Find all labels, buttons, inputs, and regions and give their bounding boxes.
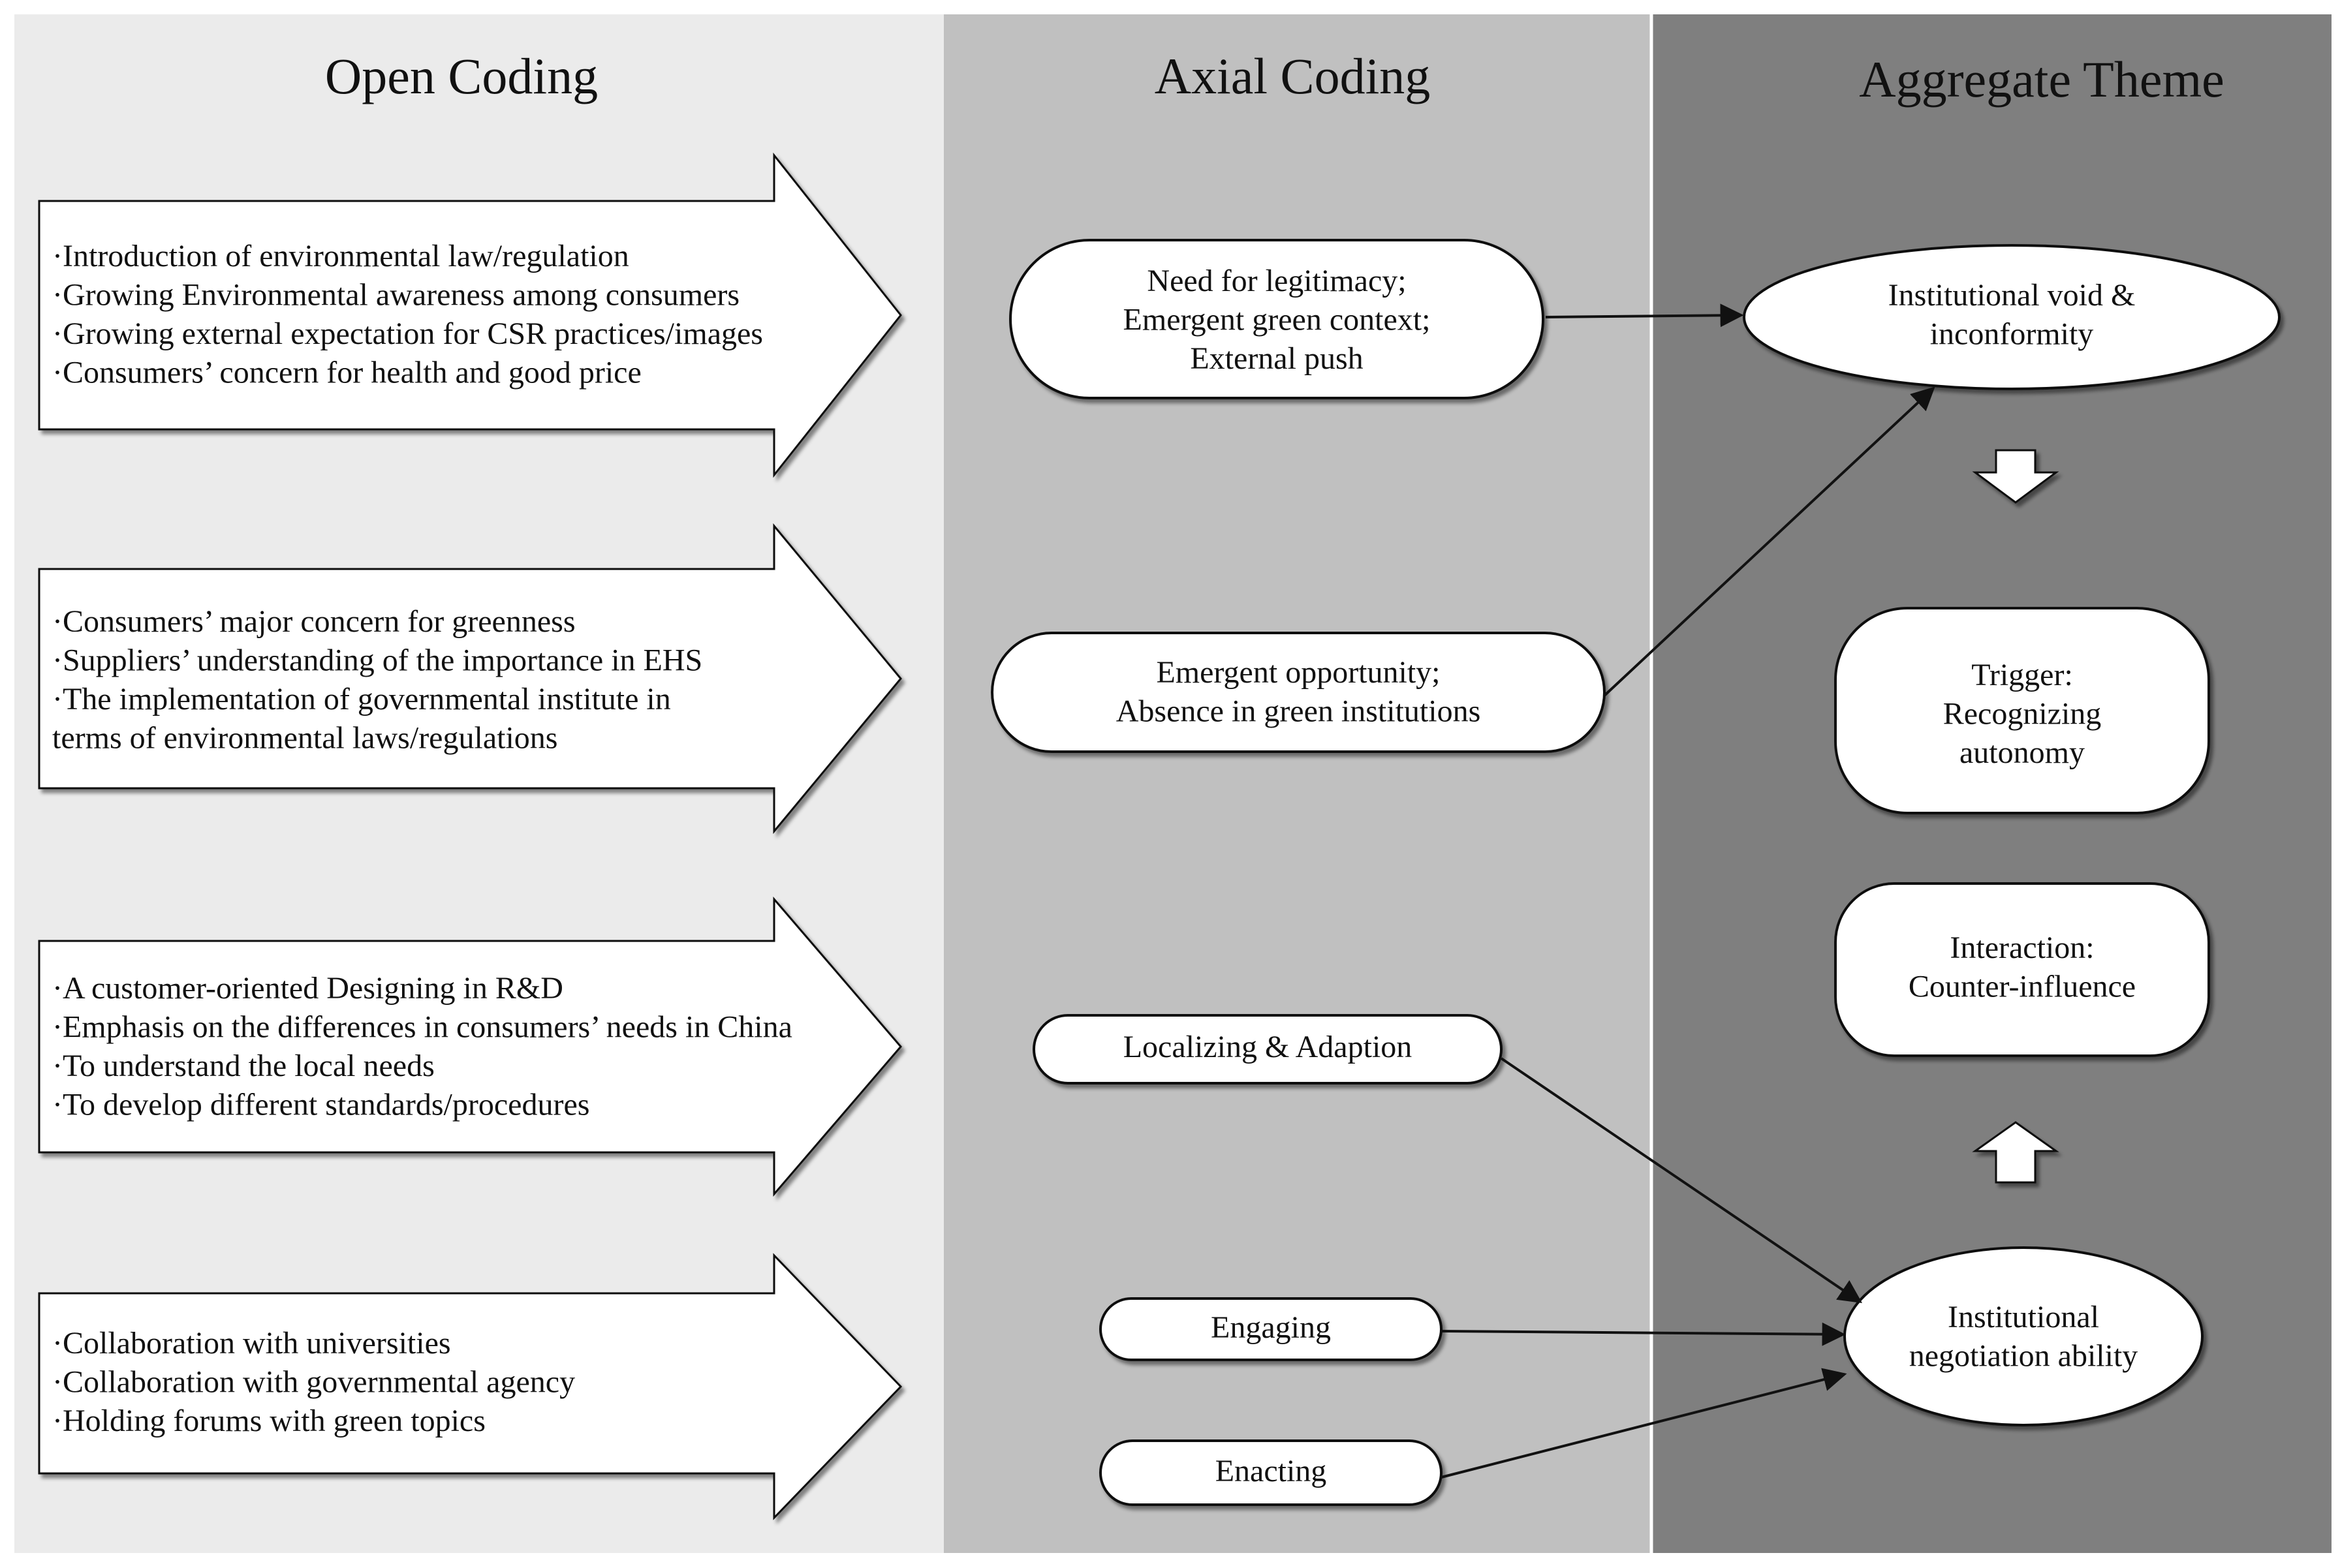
open-coding-item-line: ·Growing external expectation for CSR pr… <box>52 316 763 351</box>
aggregate-theme-node: Institutional negotiation ability <box>1843 1246 2204 1426</box>
aggregate-theme-nodes: Institutional void & inconformityTrigger:… <box>1743 244 2281 1426</box>
rounded-node-shape <box>1009 239 1544 399</box>
axial-node-line: Absence in green institutions <box>1116 694 1481 729</box>
open-coding-item-line: ·To develop different standards/procedur… <box>52 1088 589 1122</box>
open-coding-item-line: ·A customer-oriented Designing in R&D <box>52 971 563 1006</box>
axial-node-line: Enacting <box>1215 1454 1327 1488</box>
block-arrow-shape <box>38 523 902 835</box>
aggregate-node-line: Institutional void & <box>1888 278 2136 313</box>
open-coding-item-line: ·Collaboration with universities <box>52 1326 451 1360</box>
axial-node-line: Emergent opportunity; <box>1156 655 1440 690</box>
axial-node-line: Engaging <box>1211 1310 1331 1345</box>
rounded-node-shape <box>1099 1297 1443 1361</box>
aggregate-node-line: Institutional <box>1948 1300 2099 1334</box>
connector-legitimacy-to-void <box>1545 303 1744 328</box>
axial-node-line: Localizing & Adaption <box>1123 1030 1412 1064</box>
axial-coding-node: Enacting <box>1099 1439 1443 1506</box>
connector-enacting-to-negotiation <box>1441 1368 1847 1479</box>
open-coding-item-line: ·Consumers’ concern for health and good … <box>52 356 642 390</box>
axial-coding-title: Axial Coding <box>1155 48 1431 104</box>
block-arrow-shape <box>38 152 902 478</box>
ellipse-node-shape <box>1843 1246 2204 1426</box>
connector-arrows <box>1441 303 1935 1479</box>
aggregate-theme-title: Aggregate Theme <box>1859 51 2224 108</box>
axial-coding-node: Localizing & Adaption <box>1033 1014 1503 1084</box>
open-coding-item-line: ·Emphasis on the differences in consumer… <box>52 1010 792 1045</box>
open-coding-item-line: ·Suppliers’ understanding of the importa… <box>52 643 702 678</box>
aggregate-node-line: negotiation ability <box>1909 1339 2138 1374</box>
rounded-node-shape <box>1033 1014 1503 1084</box>
open-coding-item-line: ·Collaboration with governmental agency <box>52 1365 575 1400</box>
open-coding-arrows: ·Introduction of environmental law/regul… <box>38 152 903 1520</box>
open-coding-item-line: ·Growing Environmental awareness among c… <box>52 278 740 313</box>
aggregate-theme-node: Trigger: Recognizing autonomy <box>1834 607 2210 814</box>
aggregate-theme-node: Interaction: Counter-influence <box>1834 882 2210 1057</box>
open-coding-arrow: ·Introduction of environmental law/regul… <box>38 152 902 478</box>
block-arrow-shape <box>38 896 902 1197</box>
open-coding-arrow: ·Collaboration with universities ·Collabo… <box>38 1253 903 1520</box>
connector-localizing-to-negotiation <box>1500 1057 1862 1304</box>
aggregate-node-line: Counter-influence <box>1909 970 2136 1004</box>
open-coding-item-line: ·Holding forums with green topics <box>52 1404 486 1438</box>
axial-coding-node: Emergent opportunity; Absence in green in… <box>991 632 1606 753</box>
aggregate-node-line: Interaction: <box>1950 930 2094 965</box>
rounded-node-shape <box>1834 607 2210 814</box>
axial-node-line: Emergent green context; <box>1123 303 1431 337</box>
axial-coding-nodes: Need for legitimacy; Emergent green conte… <box>991 239 1606 1506</box>
rounded-node-shape <box>1834 882 2210 1057</box>
open-coding-item-line: ·The implementation of governmental inst… <box>52 682 671 716</box>
open-coding-item-line: ·Consumers’ major concern for greenness <box>52 604 576 639</box>
ellipse-node-shape <box>1743 244 2281 390</box>
aggregate-node-line: inconformity <box>1930 317 2094 352</box>
open-coding-item-line: ·Introduction of environmental law/regul… <box>52 239 629 273</box>
open-coding-item-line: terms of environmental laws/regulations <box>52 721 557 756</box>
down-block-arrow-icon <box>1972 449 2059 504</box>
open-coding-item-line: ·To understand the local needs <box>52 1049 435 1083</box>
open-coding-arrow: ·Consumers’ major concern for greenness ·… <box>38 523 902 835</box>
axial-node-line: Need for legitimacy; <box>1147 264 1406 298</box>
aggregate-theme-node: Institutional void & inconformity <box>1743 244 2281 390</box>
connector-engaging-to-negotiation <box>1441 1322 1846 1346</box>
axial-node-line: External push <box>1190 341 1363 376</box>
rounded-node-shape <box>991 632 1606 753</box>
open-coding-arrow: ·A customer-oriented Designing in R&D ·Em… <box>38 896 902 1197</box>
aggregate-node-line: Trigger: <box>1971 658 2073 692</box>
aggregate-node-line: autonomy <box>1959 735 2085 770</box>
up-block-arrow-icon <box>1972 1121 2059 1184</box>
axial-coding-node: Need for legitimacy; Emergent green conte… <box>1009 239 1544 399</box>
block-arrow-shape <box>38 1253 903 1520</box>
aggregate-node-line: Recognizing <box>1943 697 2102 731</box>
connector-opportunity-to-void <box>1603 386 1935 697</box>
open-coding-title: Open Coding <box>325 48 598 104</box>
axial-coding-node: Engaging <box>1099 1297 1443 1361</box>
rounded-node-shape <box>1099 1439 1443 1506</box>
